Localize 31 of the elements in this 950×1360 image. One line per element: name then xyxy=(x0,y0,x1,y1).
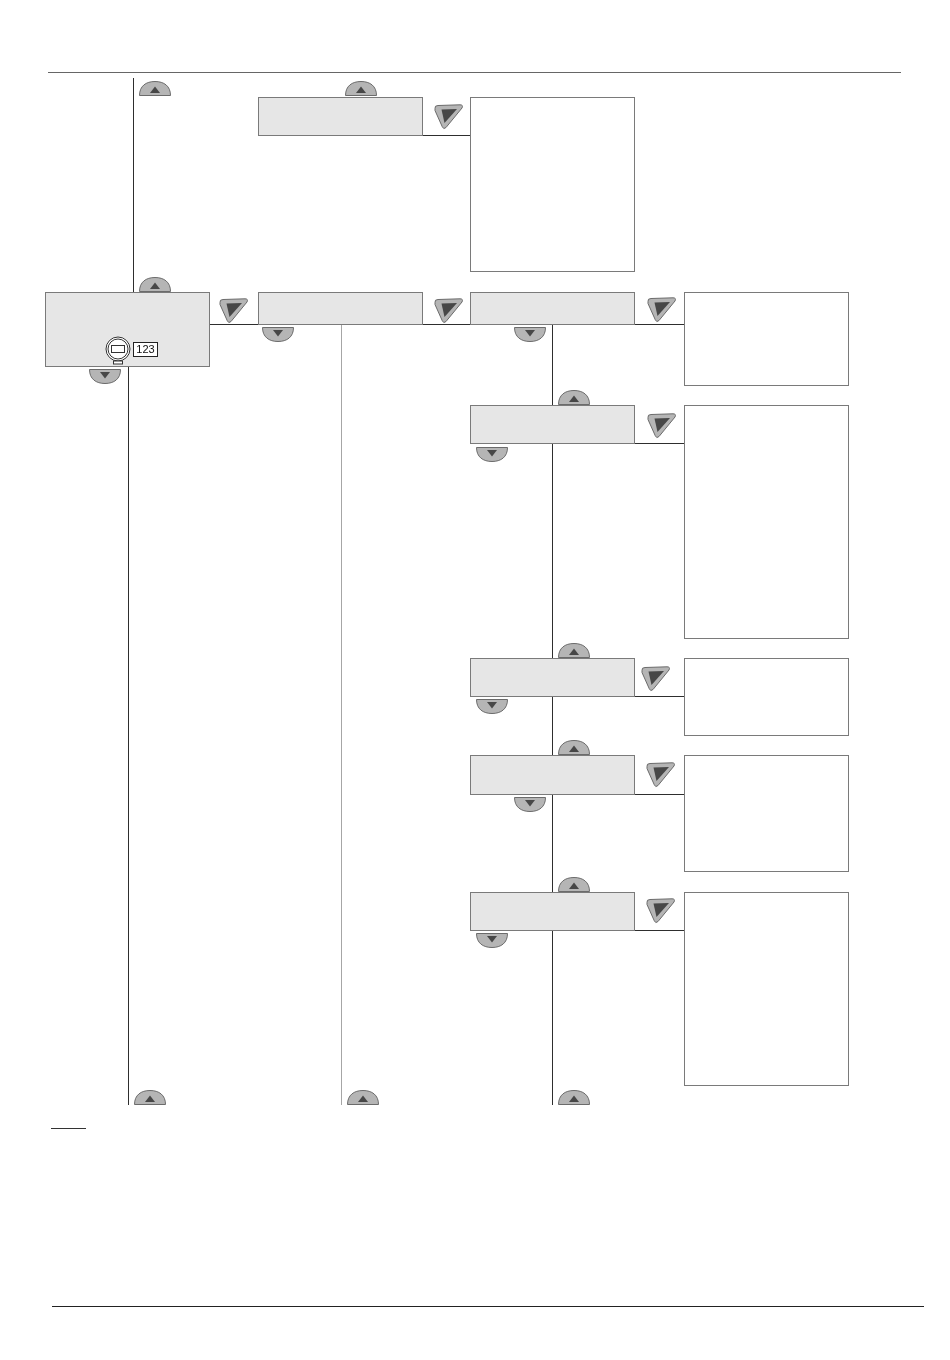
info-panel xyxy=(684,658,849,736)
connector-line xyxy=(552,794,553,893)
menu-item-box xyxy=(470,658,635,697)
menu-item-box xyxy=(258,97,423,136)
connector-line xyxy=(634,794,685,795)
info-panel xyxy=(684,892,849,1086)
connector-line xyxy=(634,324,685,325)
digits-text: 123 xyxy=(136,344,155,355)
connector-line xyxy=(128,366,129,1106)
connector-line xyxy=(634,696,685,697)
connector-line xyxy=(422,324,471,325)
connector-line xyxy=(422,135,471,136)
connector-line xyxy=(341,324,342,1106)
menu-item-box xyxy=(470,292,635,325)
connector-line xyxy=(552,930,553,1106)
menu-item-box xyxy=(258,292,423,325)
connector-line xyxy=(634,930,685,931)
connector-line xyxy=(552,443,553,659)
connector-line xyxy=(552,324,553,406)
connector-line xyxy=(209,324,259,325)
info-panel xyxy=(684,292,849,386)
connector-line xyxy=(552,696,553,756)
info-panel xyxy=(470,97,635,272)
connector-line xyxy=(133,77,134,293)
menu-item-box xyxy=(45,292,210,367)
info-panel xyxy=(684,405,849,639)
menu-item-box xyxy=(470,405,635,444)
menu-item-box xyxy=(470,892,635,931)
menu-item-box xyxy=(470,755,635,795)
connector-line xyxy=(634,443,685,444)
info-panel xyxy=(684,755,849,872)
